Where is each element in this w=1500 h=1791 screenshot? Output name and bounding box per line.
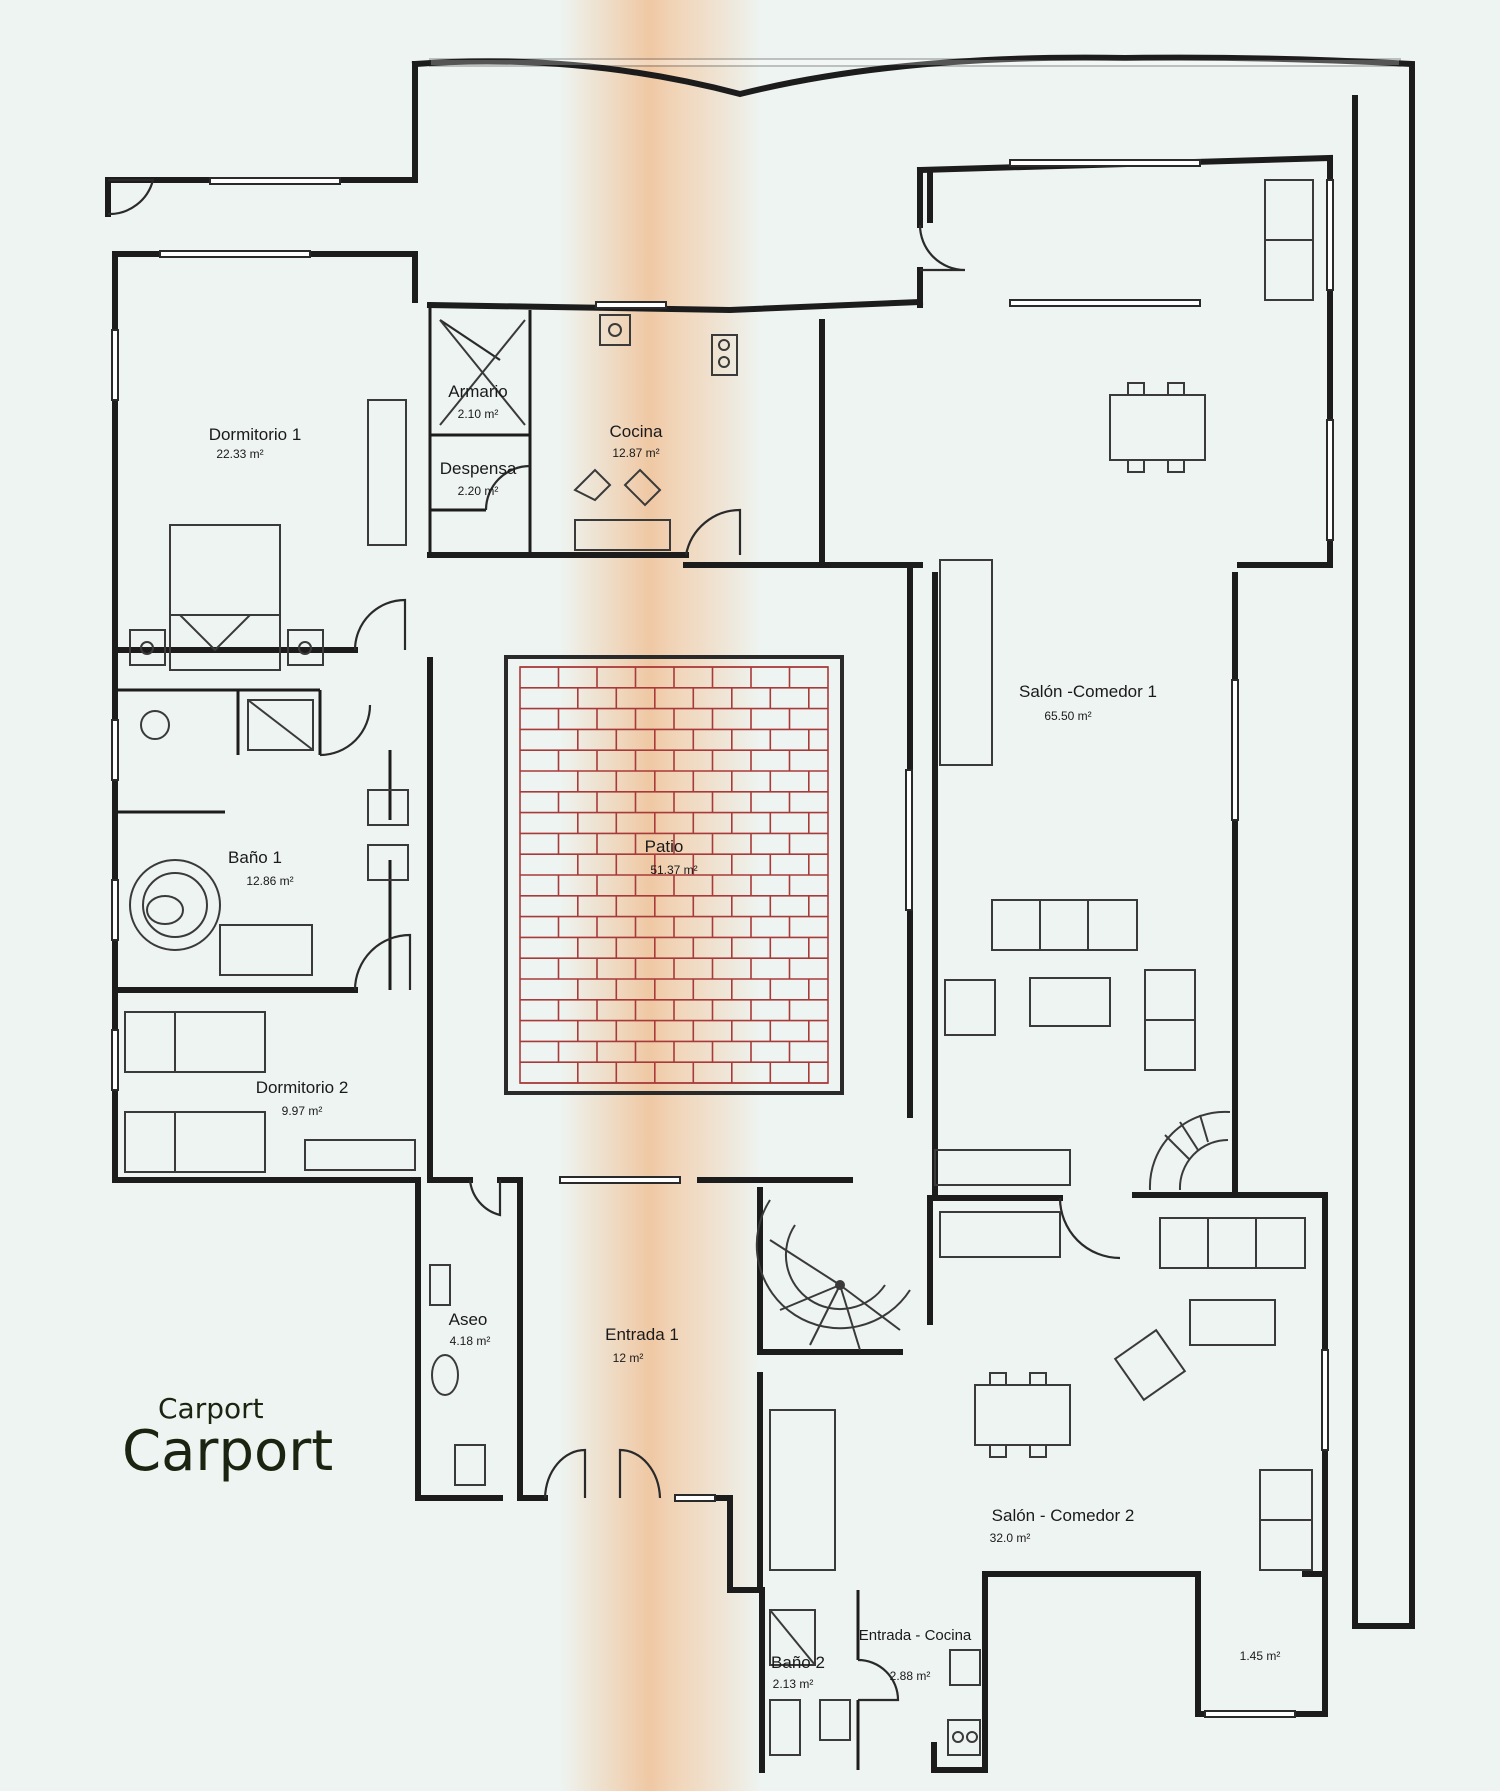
room-name-dormitorio-2: Dormitorio 2	[256, 1078, 349, 1097]
room-area-dormitorio-1: 22.33 m²	[216, 447, 263, 461]
room-name-entrada-cocina: Entrada - Cocina	[859, 1627, 972, 1644]
windows	[111, 159, 1334, 1718]
room-area-cocina: 12.87 m²	[612, 446, 659, 460]
room-name-salon-comedor-1: Salón -Comedor 1	[1019, 682, 1157, 701]
room-area-patio: 51.37 m²	[650, 863, 697, 877]
room-name-salon-comedor-2: Salón - Comedor 2	[992, 1506, 1135, 1525]
room-name-cocina: Cocina	[610, 422, 663, 441]
room-name-armario: Armario	[448, 382, 508, 401]
room-name-patio: Patio	[645, 837, 684, 856]
room-name-bano-1: Baño 1	[228, 848, 282, 867]
terrace-walls	[105, 54, 1415, 1629]
room-area-despensa: 2.20 m²	[458, 484, 499, 498]
room-name-aseo: Aseo	[449, 1310, 488, 1329]
room-area-dormitorio-2: 9.97 m²	[282, 1104, 323, 1118]
carport-label-small: Carport	[158, 1392, 264, 1425]
room-name-bano-2: Baño 2	[771, 1653, 825, 1672]
room-area-armario: 2.10 m²	[458, 407, 499, 421]
carport-caption: Carport Carport	[122, 1392, 333, 1484]
room-labels: Dormitorio 1 22.33 m² Armario 2.10 m² De…	[209, 382, 1281, 1691]
room-name-entrada-1: Entrada 1	[605, 1325, 679, 1344]
interior-walls	[112, 305, 1328, 1770]
room-area-entrada-cocina: 2.88 m²	[890, 1669, 931, 1683]
room-area-terraza-pequena: 1.45 m²	[1240, 1649, 1281, 1663]
patio-brick-pattern	[504, 655, 844, 1095]
spiral-staircase-lower	[755, 1199, 911, 1351]
doors	[107, 178, 1121, 1702]
room-area-salon-comedor-2: 32.0 m²	[990, 1531, 1031, 1545]
room-area-aseo: 4.18 m²	[450, 1334, 491, 1348]
room-name-dormitorio-1: Dormitorio 1	[209, 425, 302, 444]
spiral-staircase-upper	[1148, 1110, 1231, 1191]
room-name-despensa: Despensa	[440, 459, 517, 478]
room-area-bano-1: 12.86 m²	[246, 874, 293, 888]
carport-label-large: Carport	[122, 1419, 333, 1484]
room-area-salon-comedor-1: 65.50 m²	[1044, 709, 1091, 723]
room-area-entrada-1: 12 m²	[613, 1351, 644, 1365]
furniture	[124, 179, 1314, 1756]
room-area-bano-2: 2.13 m²	[773, 1677, 814, 1691]
